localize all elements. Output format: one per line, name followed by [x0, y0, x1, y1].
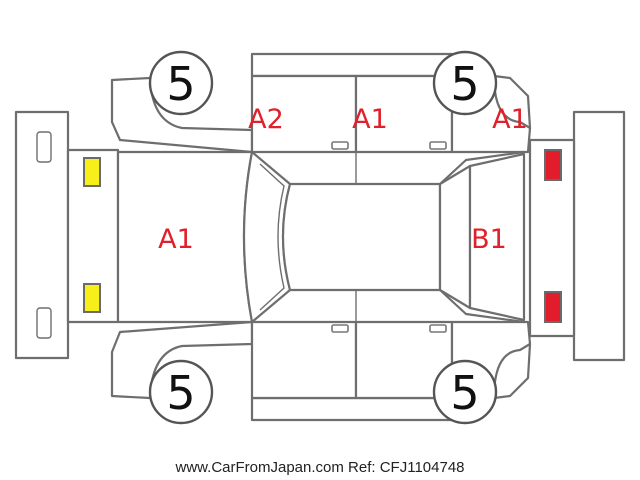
damage-code-rear-left-quarter: A1: [492, 104, 528, 135]
tire-value: 5: [166, 366, 195, 420]
damage-code-rear-left-door: A1: [352, 104, 388, 135]
rear-right-tail-lamp: [544, 291, 562, 323]
c-pillar-area: [438, 164, 472, 310]
damage-code-back-glass: B1: [471, 224, 507, 255]
right-side-panels: [110, 320, 532, 422]
tire-value: 5: [450, 366, 479, 420]
damage-code-front-left-door: A2: [248, 104, 284, 135]
tire-front-left: 5: [148, 50, 214, 116]
tire-circle: [148, 359, 214, 425]
right-front-door: [250, 320, 358, 400]
rear-left-tail-lamp: [544, 149, 562, 181]
left-side-panels: [110, 52, 532, 154]
roof: [281, 182, 442, 292]
right-rocker: [250, 396, 454, 422]
footer-watermark: www.CarFromJapan.com Ref: CFJ1104748: [175, 459, 465, 476]
tire-rear-left: 5: [432, 50, 498, 116]
tire-circle: [432, 50, 498, 116]
front-bumper: [14, 110, 70, 360]
front-right-headlamp: [83, 283, 101, 313]
tire-rear-right: 5: [432, 359, 498, 425]
tire-front-right: 5: [148, 359, 214, 425]
tire-value: 5: [450, 57, 479, 111]
damage-code-hood: A1: [158, 224, 194, 255]
tire-circle: [432, 359, 498, 425]
front-left-headlamp: [83, 157, 101, 187]
rear-bumper: [572, 110, 626, 362]
back-glass: [468, 152, 526, 322]
top-view-body: [66, 138, 576, 338]
tire-circle: [148, 50, 214, 116]
tire-value: 5: [166, 57, 195, 111]
lamps: [83, 149, 562, 323]
left-rocker: [250, 52, 454, 78]
